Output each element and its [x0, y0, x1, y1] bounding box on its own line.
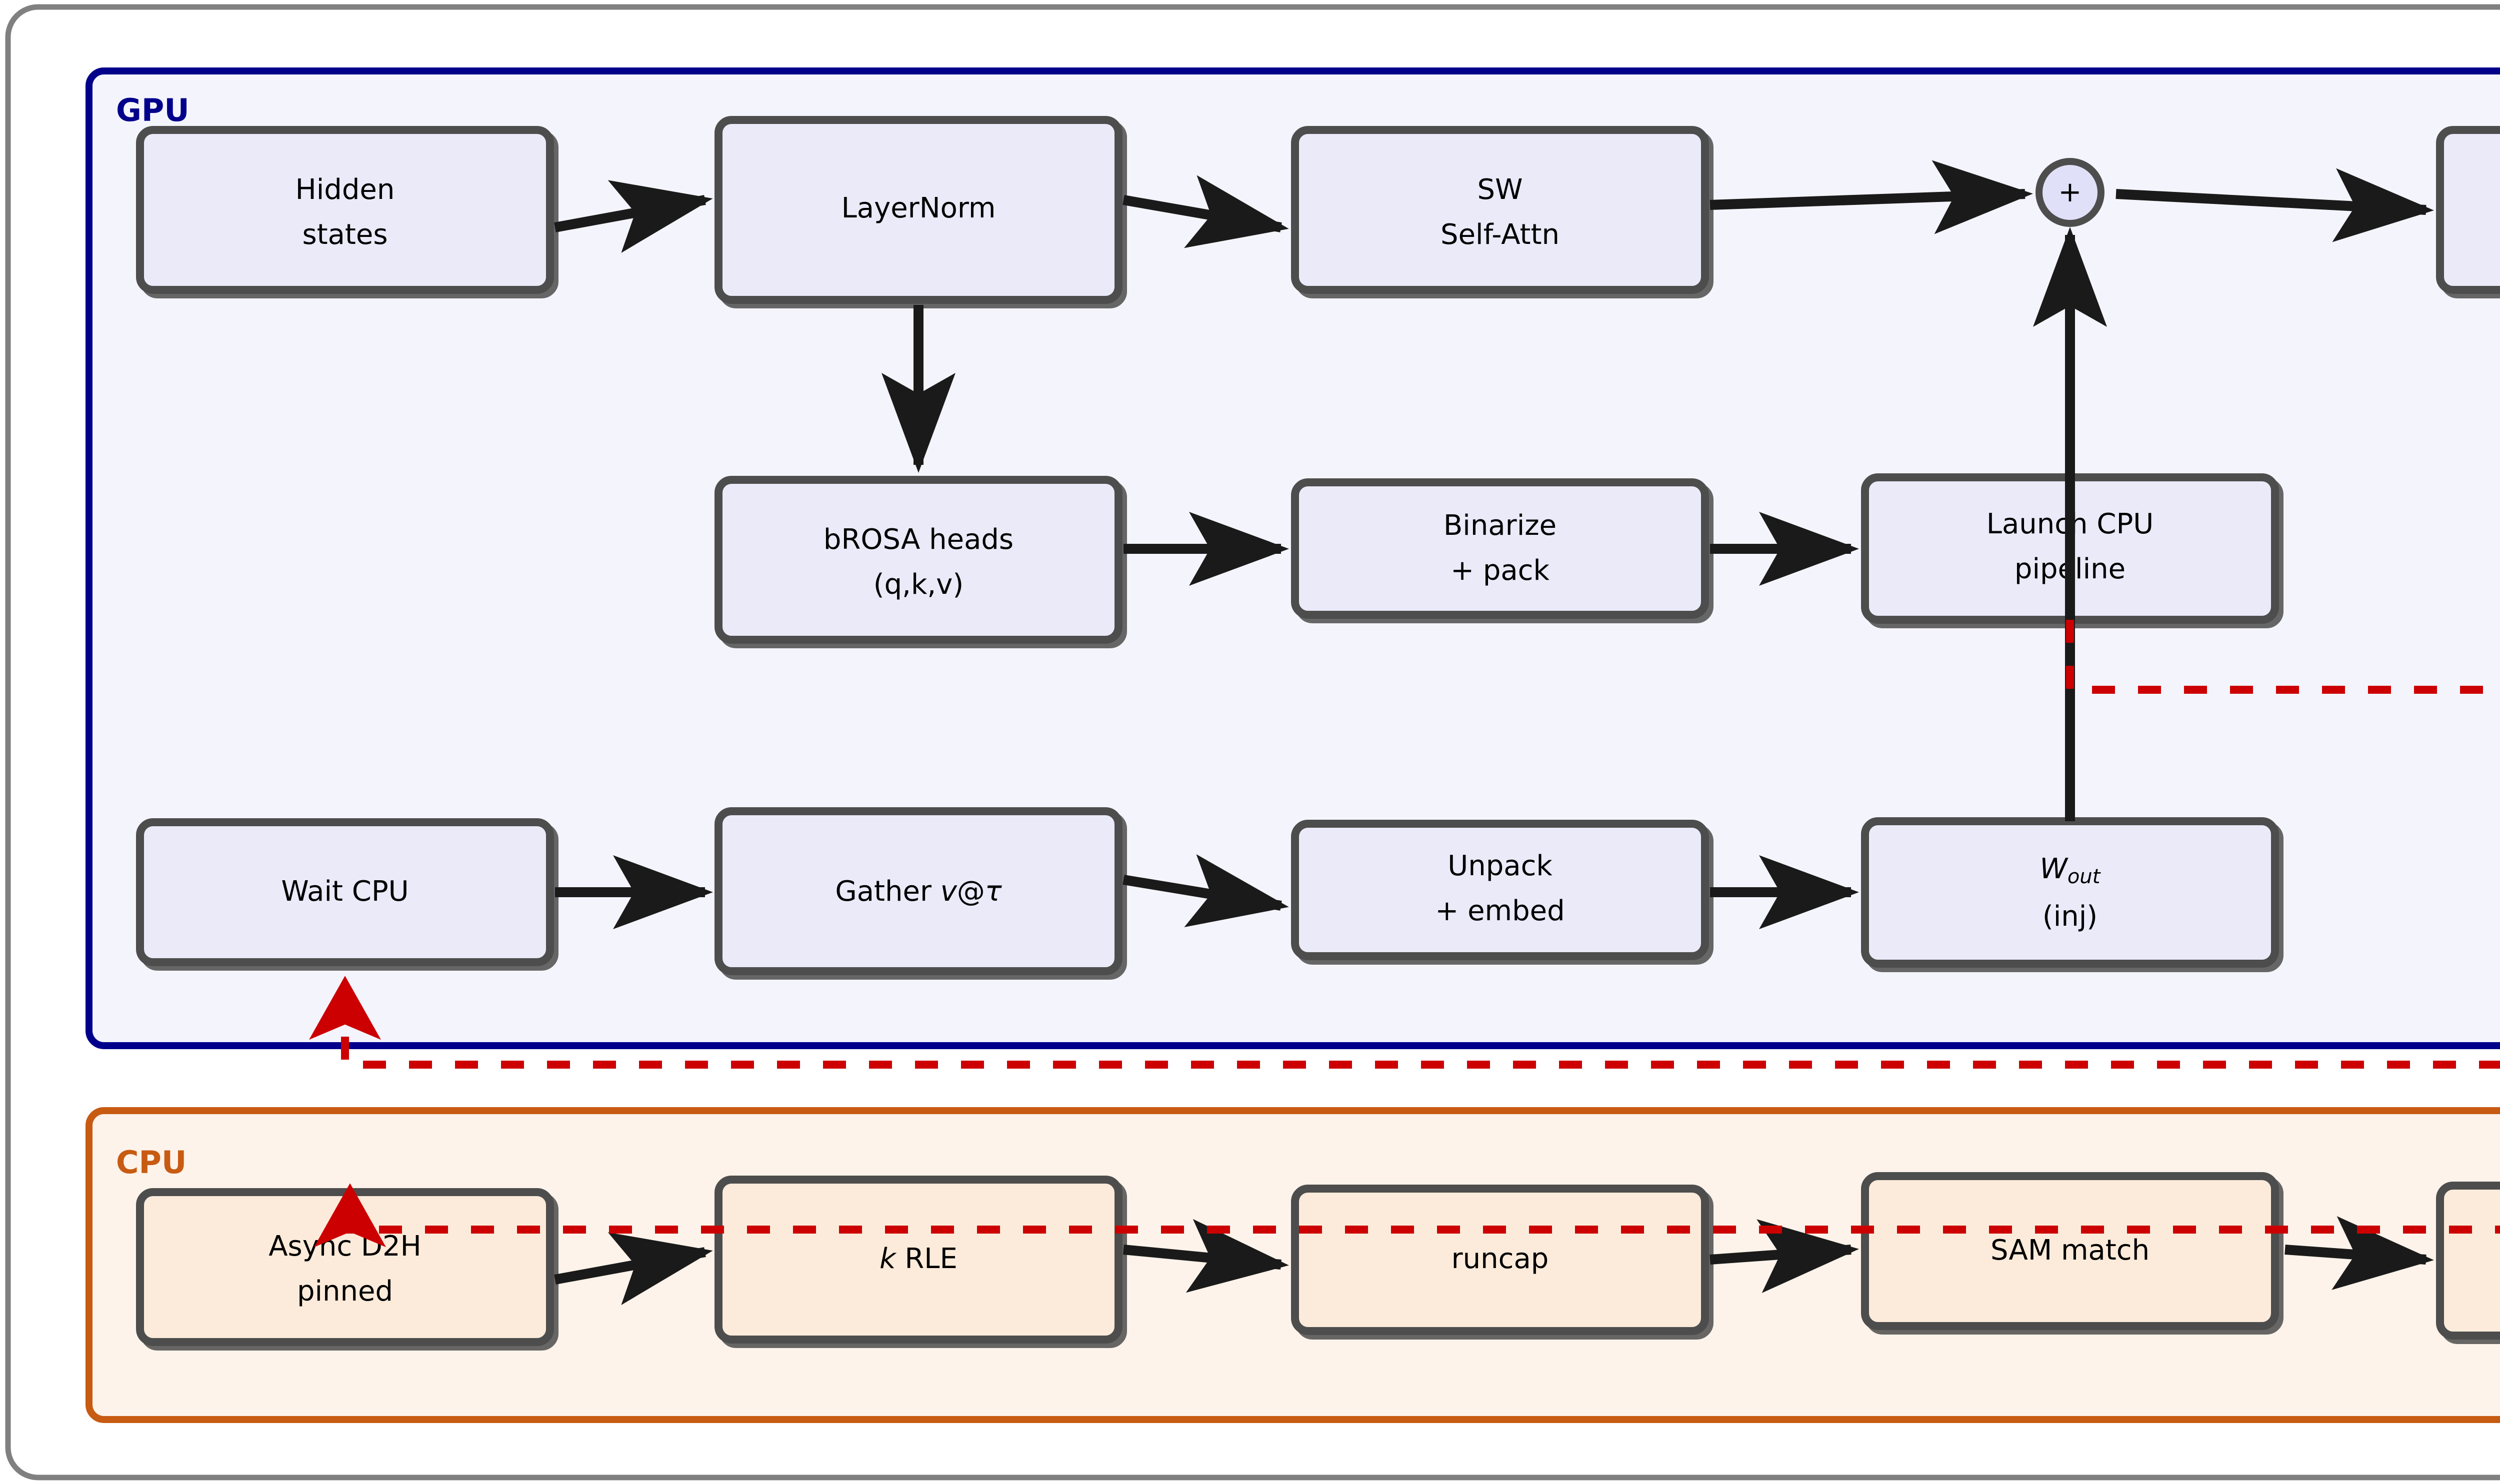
node-async-d2h-pinned-line2: pinned [297, 1275, 393, 1308]
node-sw-self-attn[interactable]: SW Self-Attn [1291, 126, 1709, 294]
node-wait-cpu[interactable]: Wait CPU [136, 818, 554, 966]
node-q-scan-box[interactable] [2436, 1182, 2500, 1340]
node-binarize-pack-line2: + pack [1450, 554, 1550, 587]
feedback-launch-to-d2h [314, 620, 2500, 1248]
node-async-d2h-pinned-line1: Async D2H [268, 1230, 422, 1263]
node-layernorm[interactable]: LayerNorm [714, 116, 1122, 304]
node-wait-cpu-line1: Wait CPU [281, 875, 408, 908]
node-w-out-inj-line1: Wout [2040, 853, 2101, 888]
node-gather-v-at-tau[interactable]: Gather v@τ [714, 807, 1122, 975]
edge-runcap-to-sam [1710, 1219, 1859, 1293]
node-runcap-box[interactable] [1291, 1185, 1709, 1335]
edge-gather-to-unpack [1122, 854, 1289, 928]
node-k-rle[interactable]: k RLE [714, 1176, 1122, 1344]
node-async-d2h-pinned[interactable]: Async D2H pinned [136, 1188, 554, 1346]
node-binarize-pack-line1: Binarize [1444, 509, 1556, 542]
node-w-out-inj-line2: (inj) [2042, 900, 2098, 933]
node-sam-match-line1: SAM match [1990, 1234, 2150, 1267]
residual-add-circle[interactable] [2036, 158, 2104, 227]
node-unpack-embed-line1: Unpack [1448, 850, 1552, 882]
node-unpack-embed[interactable]: Unpack + embed [1291, 820, 1709, 960]
node-w-out-inj[interactable]: Wout (inj) [1861, 817, 2279, 968]
node-async-d2h-pinned-box[interactable] [136, 1188, 554, 1346]
node-sw-self-attn-line1: SW [1478, 173, 1523, 206]
node-gather-v-at-tau-line1: Gather v@τ [835, 875, 1002, 908]
node-gather-v-at-tau-box[interactable] [714, 807, 1122, 975]
node-hidden-states-line2: states [302, 218, 388, 251]
edge-layernorm-to-swattn [1122, 175, 1289, 248]
residual-add-plus: + [2058, 176, 2082, 208]
edge-krle-to-runcap [1123, 1219, 1289, 1293]
edge-d2h-to-krle [554, 1232, 713, 1305]
node-runcap[interactable]: runcap [1291, 1185, 1709, 1335]
node-unpack-embed-line2: + embed [1435, 895, 1564, 927]
gpu-label: GPU [116, 92, 190, 128]
node-hidden-states-box[interactable] [136, 126, 554, 294]
node-brosa-heads[interactable]: bROSA heads (q,k,v) [714, 476, 1122, 644]
node-binarize-pack[interactable]: Binarize + pack [1291, 478, 1709, 619]
node-k-rle-line1: k RLE [880, 1243, 958, 1275]
node-residual-ffn[interactable]: Residual + FFN [2436, 126, 2500, 294]
node-brosa-heads-box[interactable] [714, 476, 1122, 644]
edge-hidden-to-layernorm [554, 180, 713, 253]
edge-add-to-residual [2116, 168, 2434, 242]
node-runcap-line1: runcap [1452, 1243, 1549, 1275]
node-binarize-pack-box[interactable] [1291, 478, 1709, 619]
node-residual-add[interactable]: + [2036, 158, 2104, 227]
edge-sam-to-qscan [2284, 1216, 2434, 1290]
node-residual-ffn-box[interactable] [2436, 126, 2500, 294]
node-hidden-states[interactable]: Hidden states [136, 126, 554, 294]
node-layernorm-line1: LayerNorm [842, 192, 996, 224]
node-sam-match-box[interactable] [1861, 1172, 2279, 1330]
node-w-out-inj-box[interactable] [1861, 817, 2279, 968]
node-brosa-heads-line1: bROSA heads [824, 523, 1014, 556]
node-q-scan[interactable]: q scan [2436, 1182, 2500, 1340]
node-sw-self-attn-box[interactable] [1291, 126, 1709, 294]
node-brosa-heads-line2: (q,k,v) [874, 568, 964, 601]
node-unpack-embed-box[interactable] [1291, 820, 1709, 960]
edge-swattn-to-add [1710, 160, 2033, 234]
node-sw-self-attn-line2: Self-Attn [1440, 218, 1560, 251]
node-k-rle-box[interactable] [714, 1176, 1122, 1344]
node-wait-cpu-box[interactable] [136, 818, 554, 966]
cpu-label: CPU [116, 1144, 186, 1181]
node-layernorm-box[interactable] [714, 116, 1122, 304]
node-hidden-states-line1: Hidden [296, 173, 395, 206]
node-sam-match[interactable]: SAM match [1861, 1172, 2279, 1330]
